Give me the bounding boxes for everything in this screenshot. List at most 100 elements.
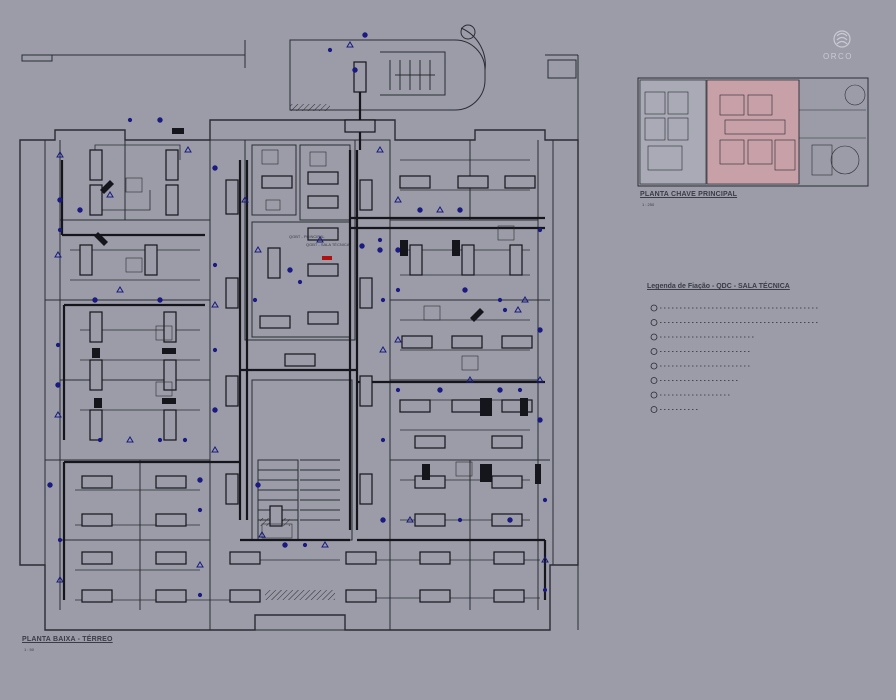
device-symbol — [537, 327, 543, 333]
outlet-symbol — [56, 576, 64, 583]
room-label-qgbt-sala-tecnica: QGBT - SALA TÉCNICA — [306, 242, 350, 247]
main-plan-scale: 1 : 50 — [24, 647, 35, 652]
device-symbol — [212, 165, 218, 171]
device-symbol — [507, 517, 513, 523]
device-symbol — [417, 207, 423, 213]
legend-symbol — [650, 377, 658, 384]
device-symbol — [77, 207, 83, 213]
device-symbol — [377, 247, 383, 253]
brand-name: ORCO — [823, 52, 853, 61]
main-plan-title: PLANTA BAIXA - TÉRREO — [22, 636, 113, 643]
device-symbol — [457, 207, 463, 213]
device-symbol — [255, 482, 261, 488]
legend-symbol — [650, 348, 658, 355]
outlet-symbol — [541, 556, 549, 563]
key-plan-scale: 1 : 250 — [642, 202, 655, 207]
fixtures — [125, 149, 515, 539]
conduit-runs — [60, 70, 547, 600]
top-stair — [289, 24, 486, 111]
device-symbol — [55, 382, 61, 388]
device-symbol — [380, 437, 386, 443]
legend-symbol — [650, 333, 658, 341]
outlet-symbol — [376, 146, 384, 153]
legend-symbol — [650, 391, 658, 399]
device-symbol — [282, 542, 288, 548]
outlet-symbol — [514, 306, 522, 313]
outlet-symbol — [184, 146, 192, 153]
device-symbol — [457, 517, 463, 523]
device-symbol — [327, 47, 333, 53]
outlet-symbol — [196, 561, 204, 568]
outlet-symbol — [254, 246, 262, 253]
outlet-symbol — [106, 191, 114, 198]
legend-rows — [650, 304, 820, 413]
outlet-symbol — [116, 286, 124, 293]
device-symbol — [47, 482, 53, 488]
device-symbol — [57, 537, 63, 543]
key-plan — [637, 77, 869, 187]
outlet-symbol — [316, 236, 324, 243]
central-stair — [257, 459, 340, 541]
outlet-symbol — [394, 336, 402, 343]
device-symbol — [537, 417, 543, 423]
outlet-symbol — [346, 41, 354, 48]
device-symbol — [517, 387, 523, 393]
outlet-symbol — [394, 196, 402, 203]
legend-title: Legenda de Fiação - QDC - SALA TÉCNICA — [647, 283, 790, 290]
device-symbol — [537, 227, 543, 233]
device-symbol — [127, 117, 133, 123]
device-symbol — [395, 287, 401, 293]
device-symbol — [55, 342, 61, 348]
device-symbol — [212, 347, 218, 353]
device-symbol — [92, 297, 98, 303]
legend-symbol — [650, 304, 658, 312]
outlet-symbol — [436, 206, 444, 213]
device-symbol — [57, 197, 63, 203]
device-symbol — [395, 247, 401, 253]
device-symbol — [502, 307, 508, 313]
device-symbol — [212, 407, 218, 413]
brand-logo-icon — [833, 30, 851, 48]
outlet-symbol — [321, 541, 329, 548]
device-symbol — [157, 437, 163, 443]
device-symbol — [197, 592, 203, 598]
legend-symbol — [650, 362, 658, 370]
device-symbol — [57, 227, 63, 233]
device-symbol — [212, 262, 218, 268]
device-symbol — [542, 587, 548, 593]
outlet-symbol — [536, 376, 544, 383]
device-symbol — [542, 497, 548, 503]
device-symbol — [437, 387, 443, 393]
room-label-qgbt-principal: QGBT - PRINCIPAL — [289, 234, 325, 239]
outlet-symbol — [211, 446, 219, 453]
equipment-symbols — [92, 128, 541, 484]
device-symbol — [302, 542, 308, 548]
electrical-panels — [79, 61, 536, 603]
outlet-symbol — [56, 151, 64, 158]
outlet-symbol — [379, 346, 387, 353]
outlet-symbol — [406, 516, 414, 523]
outlet-symbol — [54, 251, 62, 258]
device-symbol — [197, 507, 203, 513]
device-symbol — [377, 237, 383, 243]
outlet-symbol — [241, 196, 249, 203]
outlet-symbol — [211, 301, 219, 308]
device-symbol — [97, 437, 103, 443]
device-symbol — [380, 297, 386, 303]
outlet-symbol — [466, 376, 474, 383]
legend-symbol — [650, 319, 658, 326]
device-symbol — [182, 437, 188, 443]
device-symbol — [395, 387, 401, 393]
device-symbol — [157, 117, 163, 123]
device-symbol — [362, 32, 368, 38]
device-symbol — [252, 297, 258, 303]
highlight-marker — [322, 256, 332, 260]
outlet-symbol — [126, 436, 134, 443]
outlet-symbol — [521, 296, 529, 303]
device-symbol — [287, 267, 293, 273]
device-symbol — [462, 287, 468, 293]
electrical-devices — [47, 32, 549, 598]
device-symbol — [497, 387, 503, 393]
device-symbol — [197, 477, 203, 483]
